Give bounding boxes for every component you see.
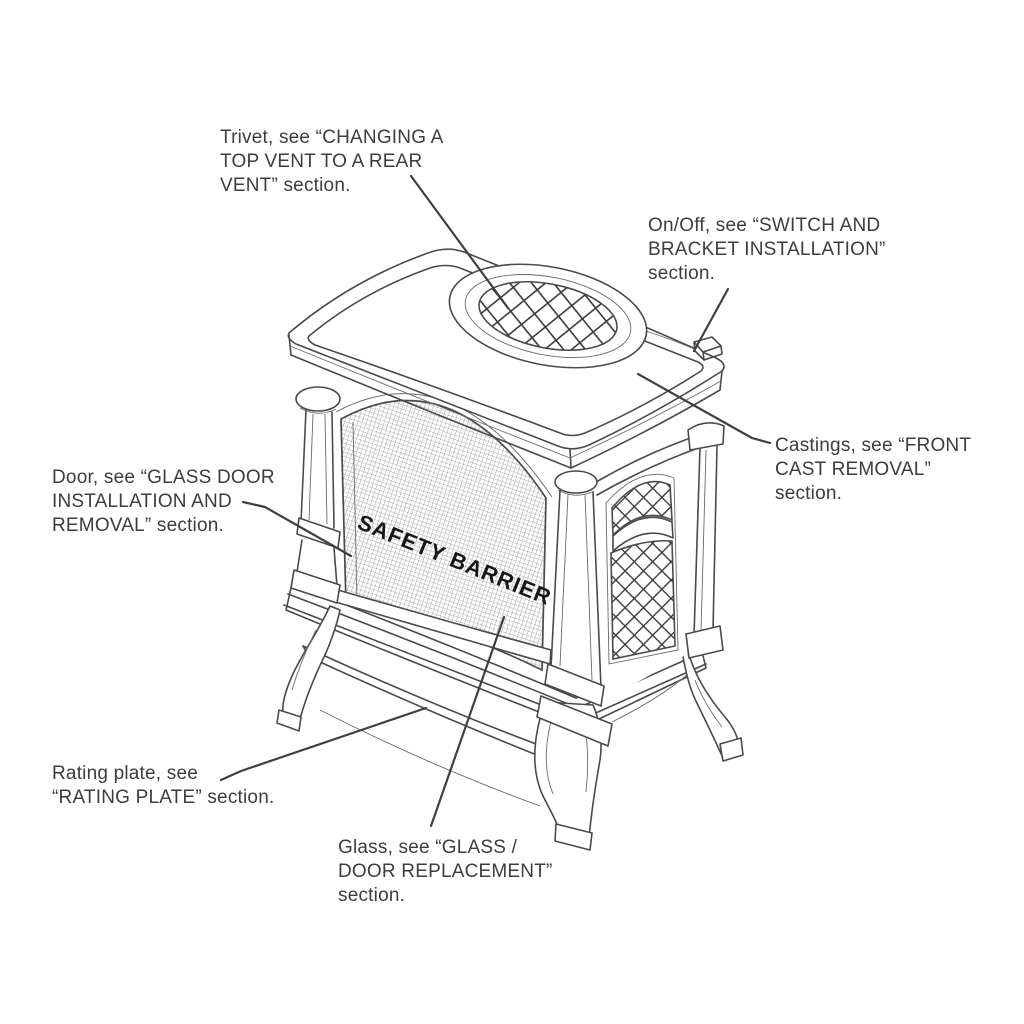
leader-glass	[429, 615, 506, 828]
leader-onoff	[692, 287, 730, 353]
leader-rating-plate	[219, 706, 428, 782]
trivet-vent-grill	[448, 263, 700, 369]
rear-right-pilaster	[685, 422, 725, 659]
label-trivet: Trivet, see “CHANGING A TOP VENT TO A RE…	[220, 127, 444, 196]
label-onoff: On/Off, see “SWITCH AND BRACKET INSTALLA…	[648, 215, 886, 284]
lower-lattice-window	[610, 539, 676, 660]
side-lattice-panel	[595, 433, 703, 702]
leader-door	[241, 500, 353, 558]
label-castings: Castings, see “FRONT CAST REMOVAL” secti…	[775, 435, 972, 504]
leader-trivet	[409, 174, 510, 310]
upper-lattice-window	[611, 480, 673, 537]
label-rating-plate: Rating plate, see “RATING PLATE” section…	[52, 763, 275, 808]
left-pilaster	[290, 386, 341, 604]
label-door: Door, see “GLASS DOOR INSTALLATION AND R…	[52, 467, 275, 536]
center-pilaster	[536, 470, 613, 747]
front-left-leg	[282, 605, 341, 720]
leader-castings	[636, 372, 772, 445]
label-glass: Glass, see “GLASS / DOOR REPLACEMENT” se…	[338, 837, 553, 906]
ash-lip	[302, 645, 561, 754]
leader-lines	[219, 174, 772, 828]
front-mesh-panel: SAFETY BARRIER	[330, 393, 555, 672]
